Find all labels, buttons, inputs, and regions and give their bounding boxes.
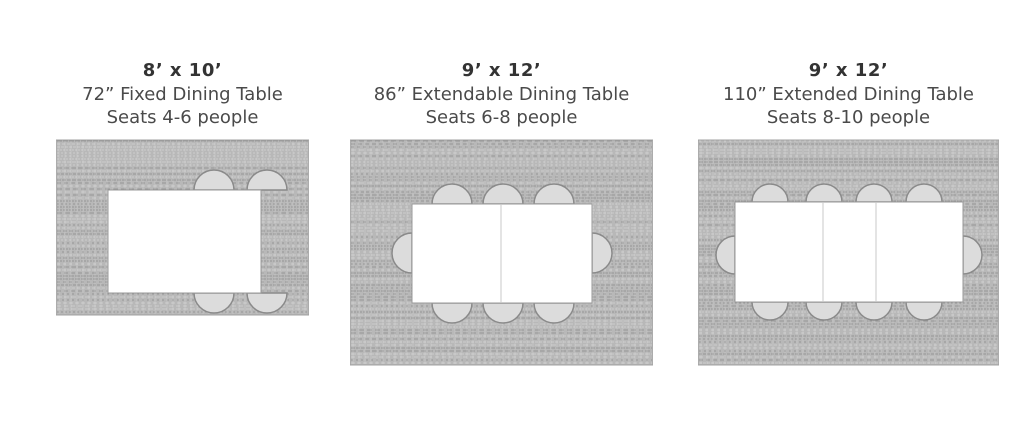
table-description: 72” Fixed Dining Table <box>82 84 283 105</box>
chair <box>855 301 893 321</box>
chair <box>246 292 288 314</box>
chair <box>751 183 789 203</box>
chair <box>751 301 789 321</box>
rug-size-label: 8’ x 10’ <box>142 60 223 81</box>
rug-diagram <box>698 139 999 366</box>
chair <box>962 235 983 275</box>
chair <box>431 302 473 324</box>
chair <box>855 183 893 203</box>
chair <box>805 183 843 203</box>
rug-size-label: 9’ x 12’ <box>808 60 889 81</box>
chair <box>391 232 413 274</box>
rug-diagram <box>350 139 653 366</box>
chair <box>193 169 235 191</box>
rug-diagram <box>56 139 309 316</box>
dining-table <box>411 203 593 304</box>
chairs-bottom <box>193 292 288 314</box>
chair <box>431 183 473 205</box>
rug-size-label: 9’ x 12’ <box>461 60 542 81</box>
chair <box>533 183 575 205</box>
dining-table <box>107 189 262 294</box>
table-description: 86” Extendable Dining Table <box>373 84 630 105</box>
seating-capacity: Seats 8-10 people <box>766 107 931 128</box>
chair <box>905 183 943 203</box>
chair <box>246 169 288 191</box>
chair <box>533 302 575 324</box>
table-description: 110” Extended Dining Table <box>723 84 974 105</box>
chair <box>591 232 613 274</box>
layout-panel-1: 8’ x 10’ 72” Fixed Dining Table Seats 4-… <box>56 0 309 431</box>
chair <box>482 302 524 324</box>
layout-panel-2: 9’ x 12’ 86” Extendable Dining Table Sea… <box>350 0 653 431</box>
seating-capacity: Seats 6-8 people <box>425 107 578 128</box>
seating-capacity: Seats 4-6 people <box>106 107 259 128</box>
layout-panel-3: 9’ x 12’ 110” Extended Dining Table Seat… <box>698 0 999 431</box>
chairs-top <box>193 169 288 191</box>
chair <box>193 292 235 314</box>
chair <box>905 301 943 321</box>
chair <box>805 301 843 321</box>
dining-table <box>734 201 964 303</box>
chair <box>715 235 736 275</box>
chair <box>482 183 524 205</box>
